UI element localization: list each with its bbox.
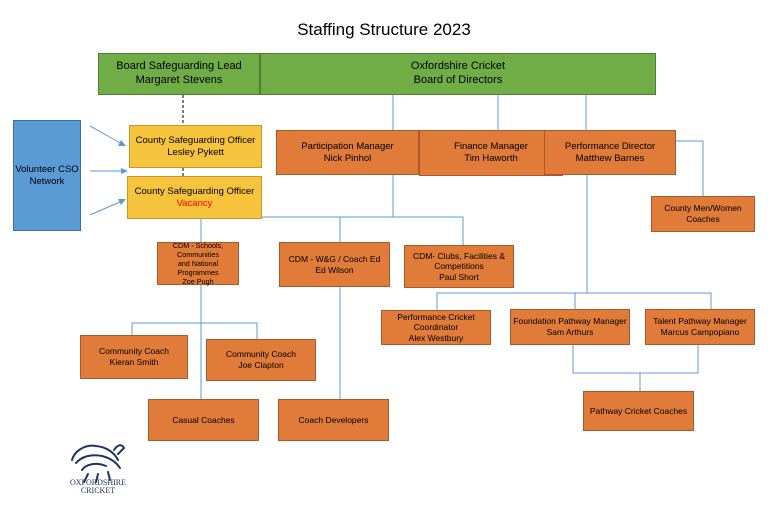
- board-safeguarding-title: Board Safeguarding Lead: [116, 60, 242, 73]
- community-coach-2-name: Joe Clapton: [238, 360, 284, 370]
- cdm-clubs-line2: Competitions: [434, 261, 484, 272]
- volunteer-cso-line1: Volunteer CSO: [15, 163, 79, 175]
- cdm-schools-box: CDM - Schools, Communities and National …: [157, 241, 239, 286]
- performance-coordinator-line1: Performance Cricket: [397, 311, 475, 322]
- board-directors-line1: Oxfordshire Cricket: [410, 60, 506, 73]
- participation-manager-title: Participation Manager: [301, 140, 394, 152]
- foundation-pathway-name: Sam Arthurs: [546, 327, 594, 337]
- talent-pathway-title: Talent Pathway Manager: [653, 316, 747, 327]
- community-coach-2-title: Community Coach: [226, 349, 296, 360]
- community-coach-1-box: Community Coach Kieran Smith: [80, 335, 188, 379]
- pathway-cricket-coaches-box: Pathway Cricket Coaches: [583, 391, 694, 431]
- cdm-clubs-name: Paul Short: [439, 271, 479, 282]
- cdm-wg-title: CDM - W&G / Coach Ed: [288, 253, 381, 264]
- performance-coordinator-box: Performance Cricket Coordinator Alex Wes…: [381, 310, 491, 345]
- county-coaches-box: County Men/Women Coaches: [651, 196, 755, 232]
- cdm-schools-name: Zoe Pugh: [182, 277, 214, 286]
- cso-1-title: County Safeguarding Officer: [135, 134, 256, 146]
- county-safeguarding-officer-1-box: County Safeguarding Officer Lesley Pyket…: [129, 125, 262, 168]
- logo-wordmark: OXFORDSHIRE CRICKET: [60, 478, 136, 496]
- talent-pathway-manager-box: Talent Pathway Manager Marcus Campopiano: [645, 309, 755, 345]
- board-safeguarding-name: Margaret Stevens: [135, 74, 223, 86]
- foundation-pathway-title: Foundation Pathway Manager: [513, 316, 627, 327]
- volunteer-cso-line2: Network: [29, 175, 65, 187]
- community-coach-1-name: Kieran Smith: [109, 357, 159, 367]
- cdm-wg-box: CDM - W&G / Coach Ed Ed Wilson: [279, 242, 390, 287]
- board-safeguarding-lead-box: Board Safeguarding Lead Margaret Stevens: [98, 53, 260, 95]
- cso-2-title: County Safeguarding Officer: [134, 185, 255, 197]
- performance-coordinator-name: Alex Westbury: [408, 332, 464, 343]
- cdm-schools-line1: CDM - Schools, Communities: [172, 241, 224, 259]
- pathway-coaches-label: Pathway Cricket Coaches: [589, 405, 688, 416]
- oxfordshire-cricket-logo-icon: [71, 444, 125, 483]
- logo-line1: OXFORDSHIRE: [69, 478, 126, 487]
- community-coach-1-title: Community Coach: [99, 346, 169, 357]
- county-coaches-line2: Coaches: [686, 214, 720, 224]
- performance-director-title: Performance Director: [564, 140, 656, 152]
- county-safeguarding-officer-2-box: County Safeguarding Officer Vacancy: [127, 176, 262, 219]
- casual-coaches-box: Casual Coaches: [148, 399, 259, 441]
- cdm-clubs-line1: CDM- Clubs, Facilities &: [412, 250, 506, 261]
- coach-developers-box: Coach Developers: [278, 399, 389, 441]
- board-directors-line2: Board of Directors: [413, 74, 503, 86]
- performance-coordinator-line2: Coordinator: [413, 322, 459, 333]
- casual-coaches-label: Casual Coaches: [172, 414, 235, 425]
- cso-1-name: Lesley Pykett: [167, 146, 224, 158]
- participation-manager-name: Nick Pinhol: [323, 152, 372, 164]
- participation-manager-box: Participation Manager Nick Pinhol: [276, 130, 419, 175]
- community-coach-2-box: Community Coach Joe Clapton: [206, 339, 316, 381]
- volunteer-cso-network-box: Volunteer CSO Network: [13, 120, 81, 231]
- cdm-schools-line2: and National Programmes: [177, 259, 219, 277]
- finance-manager-box: Finance Manager Tim Haworth: [419, 130, 563, 176]
- finance-manager-name: Tim Haworth: [464, 153, 518, 164]
- performance-director-name: Matthew Barnes: [575, 152, 645, 164]
- logo-line2: CRICKET: [80, 486, 116, 496]
- talent-pathway-name: Marcus Campopiano: [660, 327, 740, 337]
- cdm-wg-name: Ed Wilson: [315, 264, 354, 275]
- performance-director-box: Performance Director Matthew Barnes: [544, 130, 676, 175]
- county-coaches-line1: County Men/Women: [664, 203, 742, 214]
- coach-developers-label: Coach Developers: [298, 414, 369, 425]
- page-title: Staffing Structure 2023: [297, 20, 471, 39]
- finance-manager-title: Finance Manager: [454, 141, 528, 153]
- cdm-clubs-box: CDM- Clubs, Facilities & Competitions Pa…: [404, 245, 514, 288]
- cso-2-vacancy: Vacancy: [176, 197, 213, 209]
- board-of-directors-box: Oxfordshire Cricket Board of Directors: [260, 53, 656, 95]
- foundation-pathway-manager-box: Foundation Pathway Manager Sam Arthurs: [510, 309, 630, 345]
